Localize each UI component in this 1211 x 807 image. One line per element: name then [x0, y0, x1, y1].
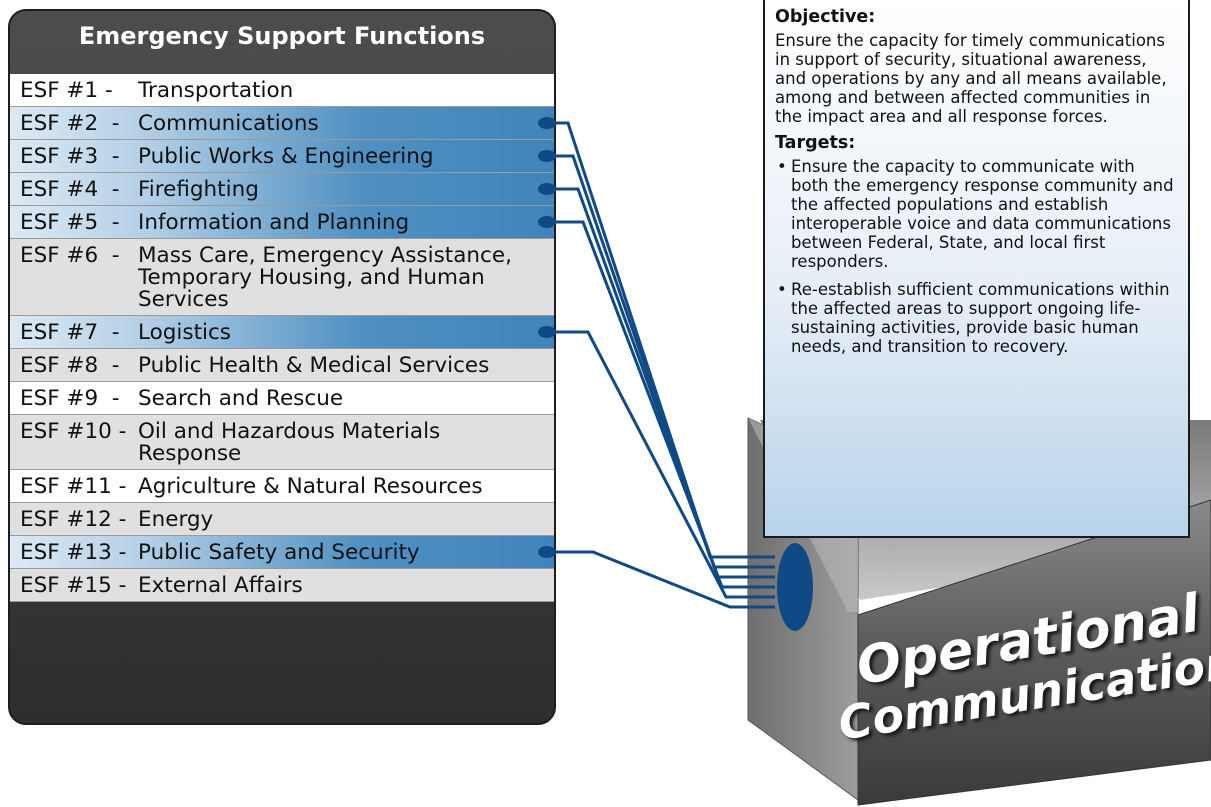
- connector-dot: [538, 216, 556, 228]
- esf-label: Oil and Hazardous Materials Response: [138, 419, 441, 466]
- esf-number: ESF #4 -: [20, 177, 120, 202]
- esf-label: Logistics: [138, 320, 232, 345]
- esf-number: ESF #11 -: [20, 474, 127, 499]
- esf-number: ESF #13 -: [20, 540, 127, 565]
- targets-heading: Targets:: [775, 133, 856, 153]
- esf-row: ESF #4 - Firefighting: [10, 173, 556, 206]
- esf-number: ESF #2 -: [20, 111, 120, 136]
- esf-row: ESF #3 - Public Works & Engineering: [10, 140, 556, 173]
- esf-row: ESF #9 - Search and Rescue: [10, 382, 554, 415]
- esf-label: Public Health & Medical Services: [138, 353, 490, 378]
- esf-number: ESF #15 -: [20, 573, 127, 598]
- esf-panel-title: Emergency Support Functions: [78, 22, 486, 50]
- esf-label: Communications: [138, 111, 319, 136]
- connector-dot: [538, 117, 556, 129]
- esf-number: ESF #6 -: [20, 243, 120, 268]
- esf-label: Public Works & Engineering: [138, 144, 434, 169]
- esf-row: ESF #13 - Public Safety and Security: [10, 536, 556, 569]
- esf-row: ESF #5 - Information and Planning: [10, 206, 556, 239]
- esf-row: ESF #10 - Oil and Hazardous Materials Res…: [10, 415, 554, 470]
- esf-row: ESF #11 - Agriculture & Natural Resources: [10, 470, 554, 503]
- esf-row: ESF #1 - Transportation: [10, 74, 554, 107]
- esf-label: Mass Care, Emergency Assistance, Tempora…: [138, 243, 512, 312]
- esf-label: Agriculture & Natural Resources: [138, 474, 483, 499]
- esf-label: Public Safety and Security: [138, 540, 420, 565]
- esf-row: ESF #12 - Energy: [10, 503, 554, 536]
- esf-row: ESF #15 - External Affairs: [10, 569, 554, 602]
- box-front-face: [857, 499, 1211, 806]
- esf-number: ESF #1 -: [20, 78, 113, 103]
- esf-label: Firefighting: [138, 177, 259, 202]
- target-item: Re-establish sufficient communications w…: [775, 280, 1176, 356]
- esf-row: ESF #6 - Mass Care, Emergency Assistance,…: [10, 239, 554, 316]
- esf-label: Energy: [138, 507, 214, 532]
- esf-number: ESF #8 -: [20, 353, 120, 378]
- esf-label: Information and Planning: [138, 210, 410, 235]
- esf-number: ESF #3 -: [20, 144, 120, 169]
- objective-card: Objective: Ensure the capacity for timel…: [763, 0, 1190, 538]
- esf-label: Search and Rescue: [138, 386, 344, 411]
- esf-label: External Affairs: [138, 573, 303, 598]
- connector-dot: [538, 326, 556, 338]
- esf-number: ESF #9 -: [20, 386, 120, 411]
- objective-text: Ensure the capacity for timely communica…: [775, 31, 1167, 126]
- connector-dot: [538, 150, 556, 162]
- esf-row: ESF #2 - Communications: [10, 107, 556, 140]
- objective-heading: Objective:: [775, 7, 876, 27]
- esf-number: ESF #7 -: [20, 320, 120, 345]
- esf-label: Transportation: [138, 78, 294, 103]
- esf-row: ESF #7 - Logistics: [10, 316, 556, 349]
- esf-row: ESF #8 - Public Health & Medical Services: [10, 349, 554, 382]
- esf-number: ESF #10 -: [20, 419, 127, 444]
- connector-dot: [538, 546, 556, 558]
- esf-number: ESF #5 -: [20, 210, 120, 235]
- target-item: Ensure the capacity to communicate with …: [775, 157, 1176, 271]
- esf-number: ESF #12 -: [20, 507, 127, 532]
- connector-dot: [538, 183, 556, 195]
- targets-list: Ensure the capacity to communicate with …: [775, 157, 1176, 356]
